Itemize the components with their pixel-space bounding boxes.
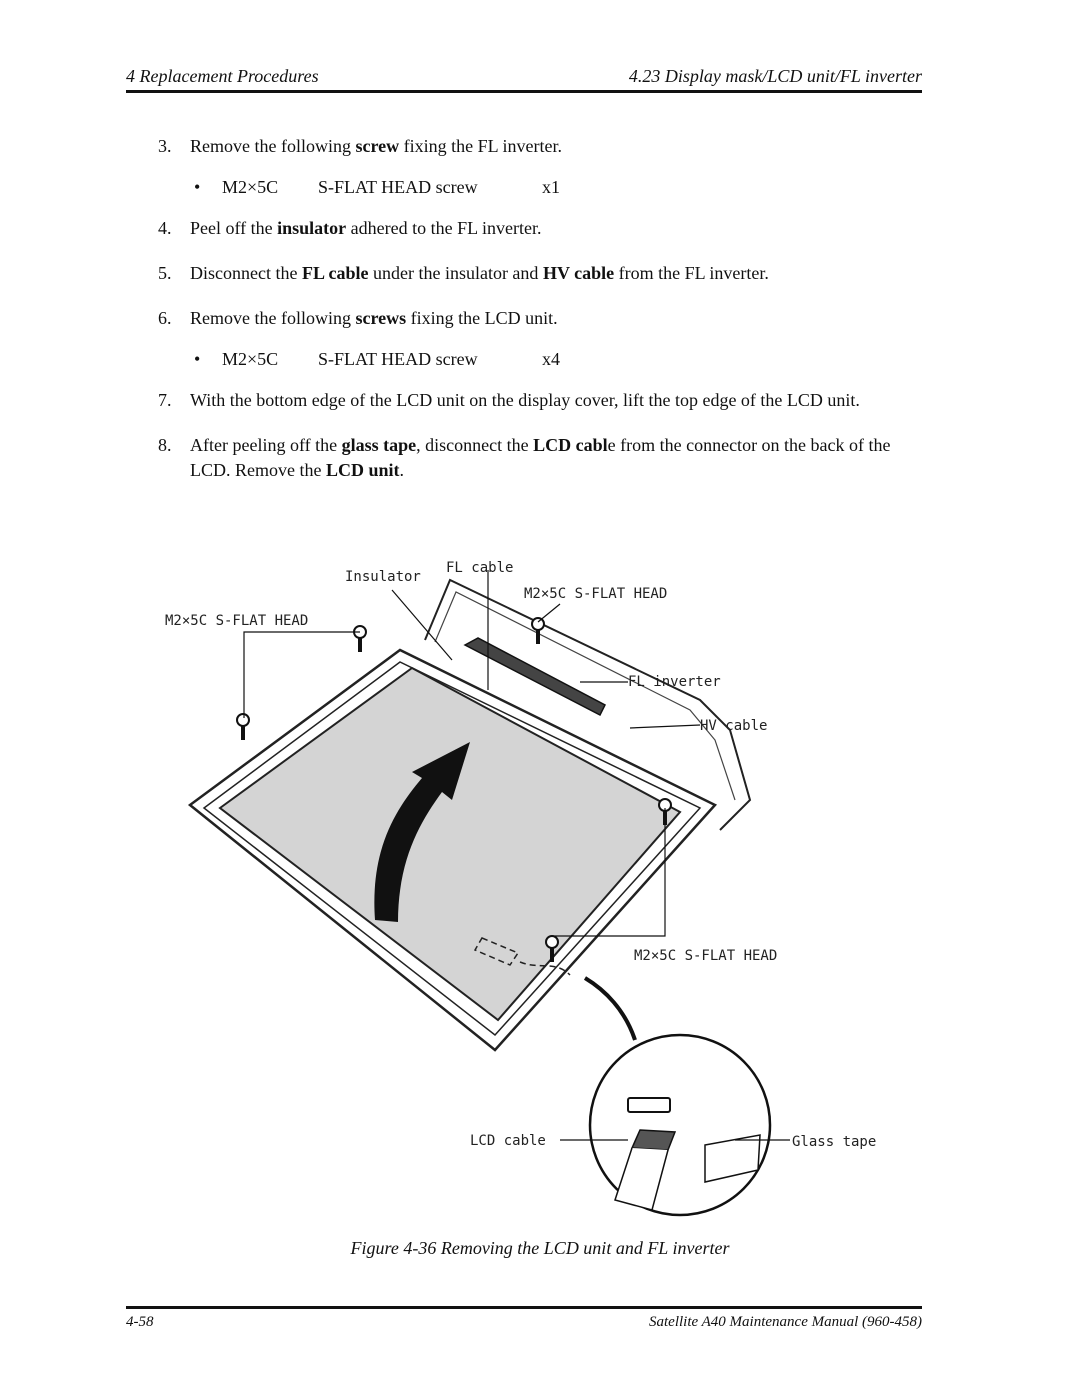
page-number: 4-58 [126, 1314, 154, 1330]
step-number: 5. [158, 263, 172, 283]
label-hv-cable: HV cable [700, 718, 767, 734]
fl-inverter [463, 637, 606, 717]
label-glass-tape: Glass tape [792, 1134, 876, 1150]
step-6: 6. Remove the following screws fixing th… [158, 306, 928, 331]
step-number: 7. [158, 390, 172, 410]
footer-rule [126, 1306, 922, 1309]
label-lcd-cable: LCD cable [470, 1133, 546, 1149]
step-text: After peeling off the glass tape, discon… [190, 435, 891, 480]
bullet-icon: • [194, 349, 201, 369]
header-subsection-title: 4.23 Display mask/LCD unit/FL inverter [628, 66, 922, 86]
screw-icon [353, 625, 367, 652]
step-text: Remove the following screw fixing the FL… [190, 136, 562, 156]
label-fl-cable: FL cable [446, 560, 513, 576]
step-3-bullet: • M2×5C S-FLAT HEAD screw x1 [158, 175, 928, 200]
step-number: 6. [158, 308, 172, 328]
lcd-removal-illustration: Insulator FL cable M2×5C S-FLAT HEAD M2×… [165, 560, 876, 1217]
step-number: 3. [158, 136, 172, 156]
screw-quantity: x4 [542, 349, 560, 369]
lift-arrow-icon [374, 742, 470, 922]
label-screw-bottom-right: M2×5C S-FLAT HEAD [634, 948, 777, 964]
manual-title: Satellite A40 Maintenance Manual (960-45… [649, 1314, 922, 1330]
screw-code: M2×5C [222, 177, 279, 197]
label-screw-top-right: M2×5C S-FLAT HEAD [524, 586, 667, 602]
header-rule [126, 90, 922, 93]
step-4: 4. Peel off the insulator adhered to the… [158, 216, 928, 241]
screw-icon [236, 713, 250, 740]
step-text: Disconnect the FL cable under the insula… [190, 263, 769, 283]
lcd-panel [218, 666, 682, 1022]
step-6-bullet: • M2×5C S-FLAT HEAD screw x4 [158, 347, 928, 372]
label-screw-left: M2×5C S-FLAT HEAD [165, 613, 308, 629]
screw-icon [545, 935, 559, 962]
step-text: Peel off the insulator adhered to the FL… [190, 218, 542, 238]
step-number: 4. [158, 218, 172, 238]
page-header: 4 Replacement Procedures 4.23 Display ma… [126, 64, 922, 92]
figure-caption: Figure 4-36 Removing the LCD unit and FL… [350, 1238, 730, 1258]
procedure-steps: 3. Remove the following screw fixing the… [158, 134, 928, 483]
step-text: With the bottom edge of the LCD unit on … [190, 390, 860, 410]
label-fl-inverter: FL inverter [628, 674, 721, 690]
step-text: Remove the following screws fixing the L… [190, 308, 558, 328]
step-number: 8. [158, 435, 172, 455]
screw-code: M2×5C [222, 349, 279, 369]
step-7: 7. With the bottom edge of the LCD unit … [158, 388, 928, 413]
header-section-title: 4 Replacement Procedures [126, 66, 319, 86]
screw-quantity: x1 [542, 177, 560, 197]
step-8: 8. After peeling off the glass tape, dis… [158, 433, 928, 483]
detail-callout [588, 1033, 772, 1217]
step-5: 5. Disconnect the FL cable under the ins… [158, 261, 928, 286]
screw-description: S-FLAT HEAD screw [318, 177, 478, 197]
bullet-icon: • [194, 177, 201, 197]
screw-description: S-FLAT HEAD screw [318, 349, 478, 369]
label-insulator: Insulator [345, 569, 421, 585]
screw-icon [531, 617, 545, 644]
step-3: 3. Remove the following screw fixing the… [158, 134, 928, 159]
